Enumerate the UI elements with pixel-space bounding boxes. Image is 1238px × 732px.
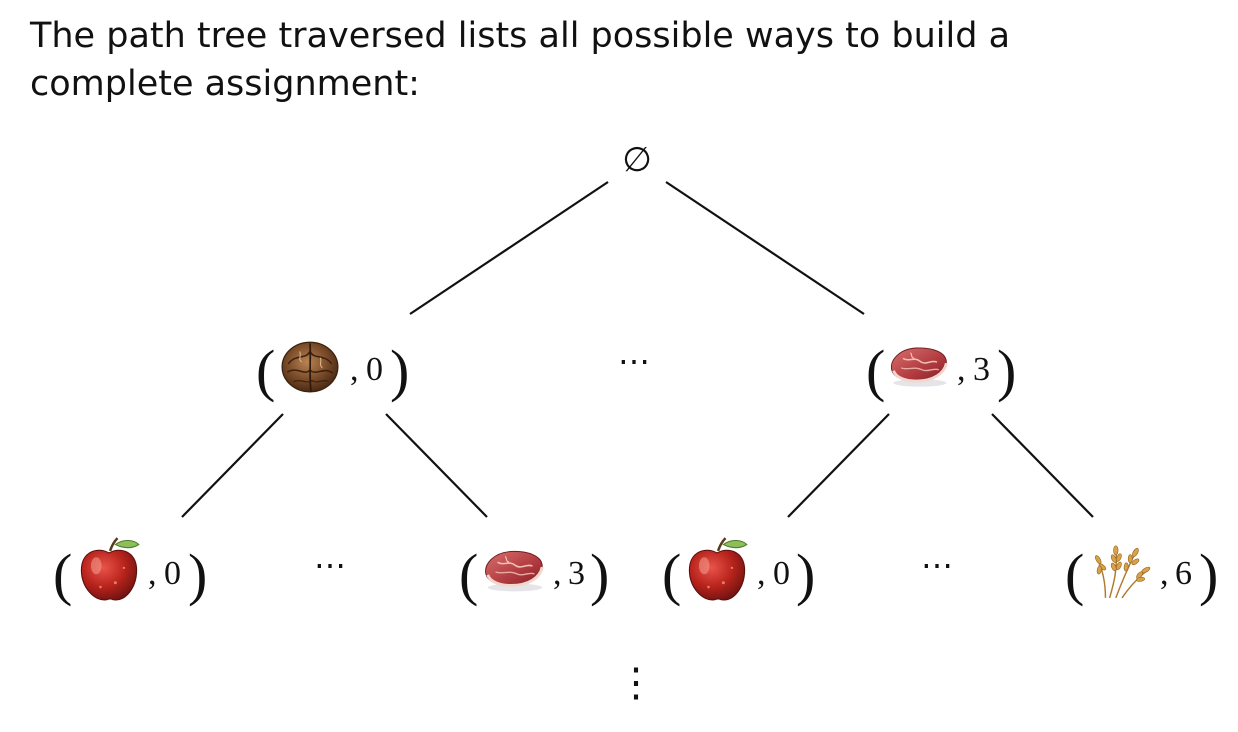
close-paren: ) <box>997 338 1016 403</box>
wheat-icon <box>1093 545 1152 599</box>
root-empty-set: ∅ <box>622 140 652 180</box>
comma: , <box>957 351 966 388</box>
node-apple-0-left: ( , 0 ) <box>53 536 207 607</box>
comma: , <box>553 555 562 592</box>
apple-icon <box>80 536 141 602</box>
node-value: 6 <box>1175 555 1192 592</box>
steak-icon <box>889 346 948 389</box>
comma: , <box>148 555 157 592</box>
node-apple-0-right: ( , 0 ) <box>662 536 815 607</box>
close-paren: ) <box>188 542 207 607</box>
close-paren: ) <box>796 542 815 607</box>
open-paren: ( <box>1065 542 1084 607</box>
level2-ellipsis-right: ⋯ <box>921 546 953 584</box>
open-paren: ( <box>256 338 275 403</box>
close-paren: ) <box>1199 542 1218 607</box>
intro-text: The path tree traversed lists all possib… <box>30 16 1011 104</box>
level1-ellipsis: ⋯ <box>618 342 650 380</box>
open-paren: ( <box>662 542 681 607</box>
apple-icon <box>688 536 749 602</box>
node-value: 3 <box>568 555 585 592</box>
node-walnut-0: ( , 0 ) <box>256 338 409 403</box>
open-paren: ( <box>459 542 478 607</box>
close-paren: ) <box>590 542 609 607</box>
comma: , <box>757 555 766 592</box>
node-steak-3: ( , 3 ) <box>866 338 1016 403</box>
node-wheat-6: ( , 6 ) <box>1065 542 1218 607</box>
edge-walnut-to-apple <box>181 413 284 518</box>
comma: , <box>1160 555 1169 592</box>
comma: , <box>350 351 359 388</box>
continuation-vdots: ⋮ <box>616 660 656 706</box>
node-value: 0 <box>366 351 383 388</box>
node-value: 0 <box>164 555 181 592</box>
edge-steak-to-wheat <box>991 413 1094 518</box>
open-paren: ( <box>866 338 885 403</box>
edge-root-to-steak <box>665 181 865 315</box>
edge-steak-to-apple <box>787 413 890 518</box>
edge-root-to-walnut <box>409 181 609 315</box>
steak-icon <box>484 549 544 593</box>
tree-edges <box>181 181 1094 518</box>
close-paren: ) <box>390 338 409 403</box>
node-value: 3 <box>973 351 990 388</box>
level2-ellipsis-left: ⋯ <box>314 546 346 584</box>
walnut-icon <box>281 341 339 393</box>
node-value: 0 <box>773 555 790 592</box>
node-steak-3-left: ( , 3 ) <box>459 542 609 607</box>
open-paren: ( <box>53 542 72 607</box>
edge-walnut-to-steak <box>385 413 488 518</box>
